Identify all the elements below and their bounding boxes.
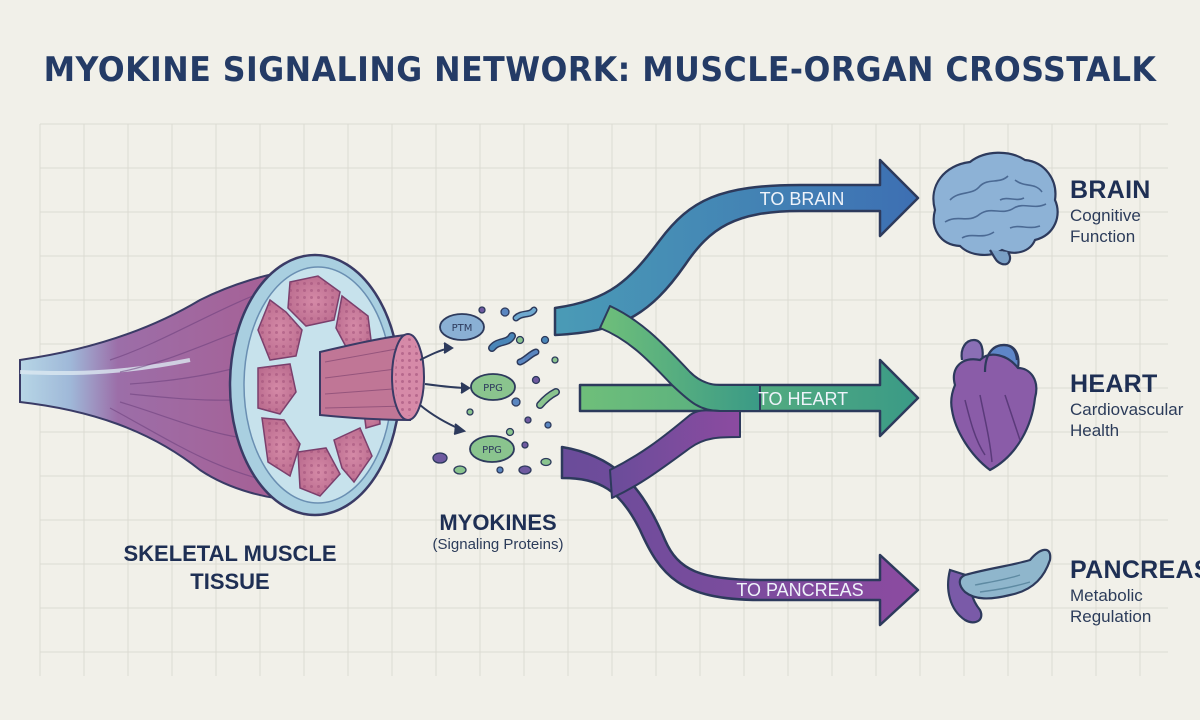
myokines-title: MYOKINES [439, 510, 557, 535]
organ-label-brain: BRAIN Cognitive Function [1070, 176, 1195, 247]
branch-brain-to-heart [599, 305, 761, 412]
muscle-label: SKELETAL MUSCLE TISSUE [100, 540, 360, 596]
pancreas-icon [947, 548, 1052, 624]
organ-desc-heart-line2: Health [1070, 421, 1120, 440]
organ-desc-pancreas-line2: Regulation [1070, 607, 1152, 626]
branch-pancreas-to-heart [609, 409, 741, 499]
organ-desc-heart-line1: Cardiovascular [1070, 400, 1184, 419]
organ-desc-pancreas-line1: Metabolic [1070, 586, 1143, 605]
protein-label: PTM [452, 323, 473, 334]
pathway-arrows [553, 158, 920, 627]
organ-label-pancreas: PANCREAS Metabolic Regulation [1070, 556, 1200, 627]
arrow-label-pancreas: TO PANCREAS [736, 580, 863, 600]
protein-label: PPG [483, 383, 503, 394]
arrow-label-heart: TO HEART [758, 389, 848, 409]
organ-desc-brain-line2: Function [1070, 227, 1136, 246]
page-title: MYOKINE SIGNALING NETWORK: MUSCLE-ORGAN … [43, 50, 1157, 90]
heart-icon [950, 338, 1038, 472]
muscle-label-line2: TISSUE [190, 569, 270, 594]
skeletal-muscle-illustration [19, 253, 425, 517]
muscle-fiber-bundle [319, 333, 425, 422]
arrow-label-brain: TO BRAIN [760, 189, 845, 209]
brain-icon [932, 151, 1059, 266]
organ-label-heart: HEART Cardiovascular Health [1070, 370, 1195, 441]
muscle-label-line1: SKELETAL MUSCLE [123, 541, 337, 566]
organ-name-brain: BRAIN [1070, 176, 1151, 204]
arrow-to-brain [553, 158, 920, 337]
organ-name-heart: HEART [1070, 370, 1158, 398]
myokine-particles: PTM PPG PPG [432, 306, 560, 475]
organ-desc-brain-line1: Cognitive [1070, 206, 1141, 225]
myokines-subtitle: (Signaling Proteins) [432, 536, 564, 553]
protein-label: PPG [482, 445, 502, 456]
arrow-to-pancreas [560, 445, 920, 627]
myokine-release-arrows [419, 342, 471, 435]
organ-name-pancreas: PANCREAS [1070, 556, 1200, 584]
myokines-label: MYOKINES (Signaling Proteins) [398, 510, 598, 553]
protein-capsule: PTM [439, 313, 485, 341]
protein-capsule: PPG [470, 373, 516, 401]
protein-capsule: PPG [469, 435, 515, 463]
